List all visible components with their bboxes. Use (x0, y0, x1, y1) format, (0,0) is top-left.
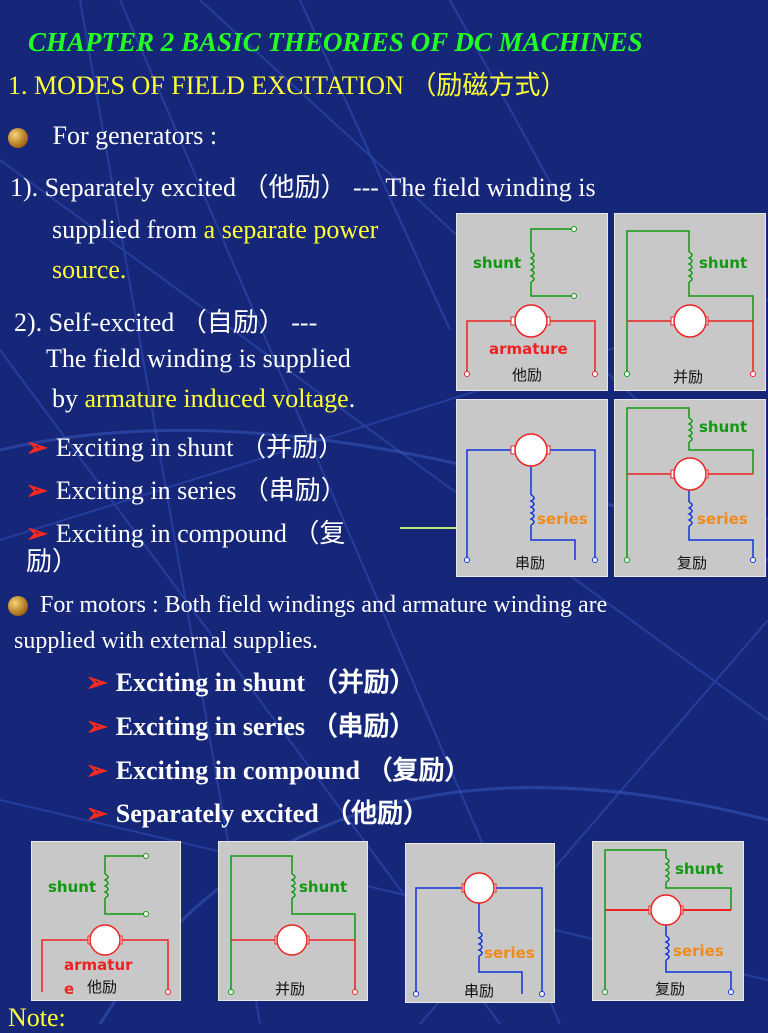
arrowhead-icon: ➢ (86, 668, 108, 697)
bullet-ball-icon (8, 128, 28, 149)
diagram-gen-series: series 串励 (456, 399, 608, 577)
label-series: series (484, 944, 535, 962)
label-shunt: shunt (699, 254, 748, 272)
label-series: series (537, 510, 588, 528)
diagram-gen-separately: shunt armature 他励 (456, 213, 608, 391)
arrowhead-icon: ➢ (86, 799, 108, 828)
gen-item2-highlight: armature induced voltage (84, 384, 349, 413)
gen-sub-compound-line2: 励） (26, 547, 79, 576)
gen-item1-line3: source. (52, 255, 127, 284)
gen-sub-compound: ➢Exciting in compound （复 (26, 519, 346, 549)
gen-sub-shunt-text: Exciting in shunt （并励） (55, 433, 344, 462)
diagram-motor-series: series 串励 (405, 843, 555, 1003)
diagram-motor-shunt: shunt 并励 (218, 841, 368, 1001)
section-heading: 1. MODES OF FIELD EXCITATION （励磁方式） (8, 71, 567, 101)
gen-sub-series-text: Exciting in series （串励） (55, 476, 347, 505)
diagram-gen-compound: shunt series 复励 (614, 399, 766, 577)
label-series-cn: 串励 (515, 554, 546, 572)
diagram-motor-compound: shunt series 复励 (592, 841, 744, 1001)
label-armatur-e: e (64, 980, 75, 998)
gen-item1-label: 1). Separately excited （他励） (10, 173, 353, 202)
gen-item2-line3: by armature induced voltage. (52, 384, 356, 414)
motor-item-series-text: Exciting in series （串励） (115, 712, 416, 741)
gen-item1-line2: supplied from a separate power (52, 215, 379, 245)
divider-line (400, 527, 460, 529)
label-separately: 他励 (512, 366, 543, 384)
generators-intro-row: For generators : (8, 121, 218, 151)
label-shunt: shunt (48, 878, 97, 896)
label-series-cn: 串励 (464, 982, 495, 1000)
gen-item1-highlight: a separate power (203, 215, 379, 244)
label-shunt-cn: 并励 (275, 980, 306, 998)
bullet-ball-icon (8, 596, 28, 617)
arrowhead-icon: ➢ (86, 712, 108, 741)
gen-item2-line2: The field winding is supplied (46, 344, 351, 373)
gen-item1-line2-text: supplied from (52, 215, 204, 244)
label-separately: 他励 (87, 978, 118, 996)
arrowhead-icon: ➢ (26, 433, 48, 462)
label-shunt: shunt (299, 878, 348, 896)
motor-item-compound-text: Exciting in compound （复励） (115, 756, 471, 785)
diagram-motor-separately: shunt armatur e 他励 (31, 841, 181, 1001)
label-shunt: shunt (675, 860, 724, 878)
generators-intro: For generators : (52, 121, 218, 150)
motor-item-separately-text: Separately excited （他励） (115, 799, 430, 828)
label-shunt: shunt (473, 254, 522, 272)
arrowhead-icon: ➢ (86, 756, 108, 785)
note-label: Note: (8, 1003, 66, 1032)
diagram-gen-shunt: shunt 并励 (614, 213, 766, 391)
motor-item-separately: ➢Separately excited （他励） (86, 799, 430, 829)
motor-item-compound: ➢Exciting in compound （复励） (86, 756, 471, 786)
arrowhead-icon: ➢ (26, 519, 48, 548)
gen-sub-compound-text: Exciting in compound （复 (55, 519, 346, 548)
motors-intro-line2: supplied with external supplies. (14, 628, 318, 654)
motors-intro-line1: For motors : Both field windings and arm… (8, 592, 607, 618)
gen-sub-shunt: ➢Exciting in shunt （并励） (26, 433, 344, 463)
label-compound-cn: 复励 (655, 980, 686, 998)
motors-intro-text: For motors : Both field windings and arm… (40, 592, 608, 618)
motor-item-series: ➢Exciting in series （串励） (86, 712, 416, 742)
motor-item-shunt-text: Exciting in shunt （并励） (115, 668, 416, 697)
gen-item2-line3-text: by (52, 384, 85, 413)
label-shunt-cn: 并励 (673, 368, 704, 386)
gen-item1-line1: 1). Separately excited （他励） --- The fiel… (10, 173, 596, 203)
label-armatur: armatur (64, 956, 133, 974)
section-heading-text: 1. MODES OF FIELD EXCITATION （励磁方式） (8, 71, 567, 100)
motor-item-shunt: ➢Exciting in shunt （并励） (86, 668, 416, 698)
label-series: series (697, 510, 748, 528)
gen-item1-desc: --- The field winding is (352, 173, 596, 202)
label-shunt: shunt (699, 418, 748, 436)
gen-item2-period: . (348, 384, 356, 413)
label-series: series (673, 942, 724, 960)
gen-item2-line1: 2). Self-excited （自励） --- (14, 308, 318, 337)
label-compound-cn: 复励 (677, 554, 708, 572)
label-armature: armature (489, 340, 568, 358)
slide-title: CHAPTER 2 BASIC THEORIES OF DC MACHINES (28, 27, 643, 57)
gen-sub-series: ➢Exciting in series （串励） (26, 476, 347, 506)
arrowhead-icon: ➢ (26, 476, 48, 505)
